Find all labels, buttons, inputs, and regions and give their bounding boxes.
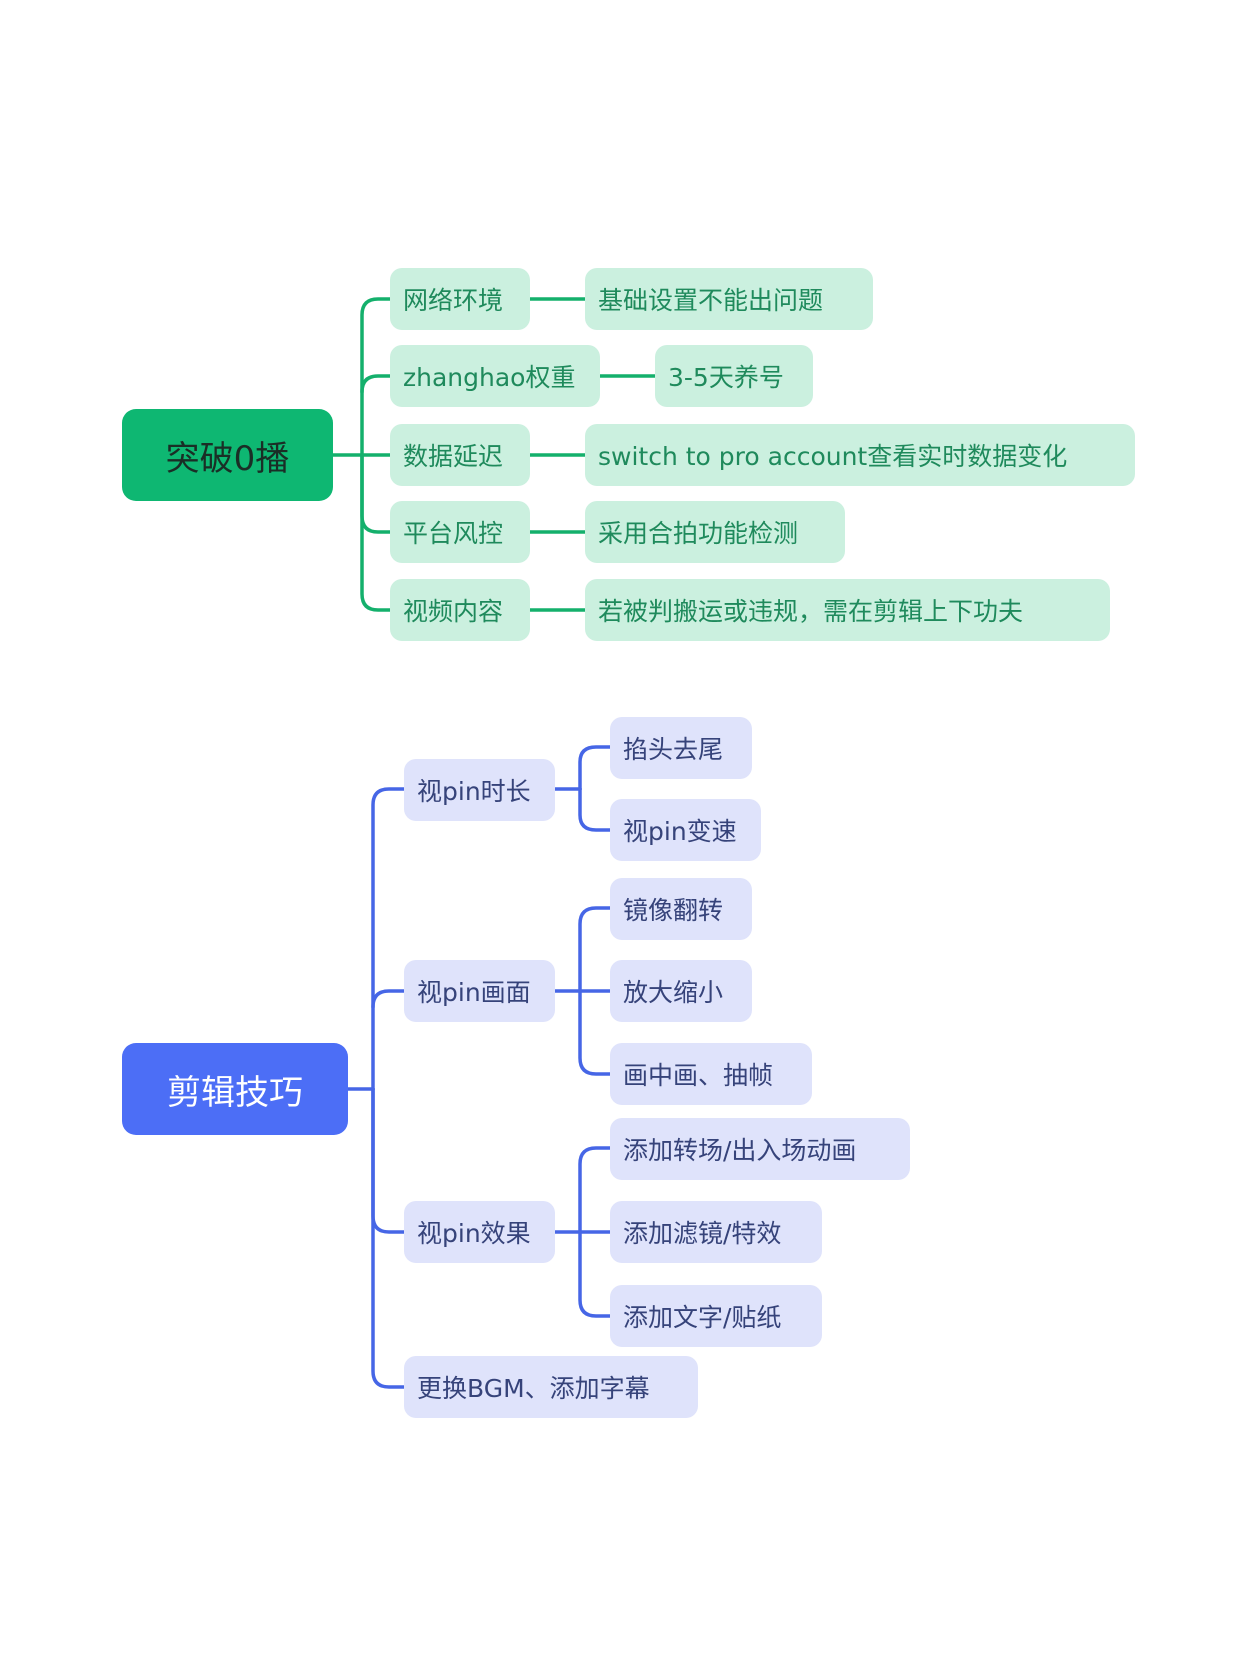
connector-xiaoguo-to-c3	[578, 1230, 612, 1318]
detail-node-account-weight[interactable]: 3-5天养号	[655, 345, 813, 407]
connector-xiaoguo-to-c1	[578, 1146, 612, 1234]
connector-trunk-to-shipin	[360, 453, 392, 612]
connector-shichang-to-c2	[578, 787, 612, 832]
root-node-editing-tips[interactable]: 剪辑技巧	[122, 1043, 348, 1135]
connector-huamian-to-c1	[578, 906, 612, 993]
branch-node-account-weight[interactable]: zhanghao权重	[390, 345, 600, 407]
connector-trunk-to-shichang	[371, 787, 406, 1091]
branch-node-video-effects[interactable]: 视pin效果	[404, 1201, 555, 1263]
connector-trunk-to-xiaoguo	[371, 1087, 406, 1234]
branch-node-video-content[interactable]: 视频内容	[390, 579, 530, 641]
connector-shichang-to-c1	[578, 745, 612, 791]
branch-node-bgm-subtitle[interactable]: 更换BGM、添加字幕	[404, 1356, 698, 1418]
branch-node-network[interactable]: 网络环境	[390, 268, 530, 330]
root-node-breakthrough[interactable]: 突破0播	[122, 409, 333, 501]
connector-trunk-to-huamian	[371, 989, 406, 1009]
leaf-node-filter[interactable]: 添加滤镜/特效	[610, 1201, 822, 1263]
detail-node-video-content[interactable]: 若被判搬运或违规，需在剪辑上下功夫	[585, 579, 1110, 641]
detail-node-platform-risk[interactable]: 采用合拍功能检测	[585, 501, 845, 563]
connector-trunk-to-zhanghao	[360, 374, 392, 394]
connector-trunk-to-wangluo	[360, 297, 392, 457]
branch-node-video-frame[interactable]: 视pin画面	[404, 960, 555, 1022]
leaf-node-zoom[interactable]: 放大缩小	[610, 960, 752, 1022]
leaf-node-transition[interactable]: 添加转场/出入场动画	[610, 1118, 910, 1180]
branch-node-video-duration[interactable]: 视pin时长	[404, 759, 555, 821]
leaf-node-trim[interactable]: 掐头去尾	[610, 717, 752, 779]
detail-node-data-delay[interactable]: switch to pro account查看实时数据变化	[585, 424, 1135, 486]
connector-huamian-to-c3	[578, 989, 612, 1076]
connector-trunk-to-pingtai	[360, 453, 392, 534]
detail-node-network[interactable]: 基础设置不能出问题	[585, 268, 873, 330]
leaf-node-speed[interactable]: 视pin变速	[610, 799, 761, 861]
leaf-node-mirror[interactable]: 镜像翻转	[610, 878, 752, 940]
leaf-node-pip[interactable]: 画中画、抽帧	[610, 1043, 812, 1105]
leaf-node-text-sticker[interactable]: 添加文字/贴纸	[610, 1285, 822, 1347]
branch-node-data-delay[interactable]: 数据延迟	[390, 424, 530, 486]
branch-node-platform-risk[interactable]: 平台风控	[390, 501, 530, 563]
connector-trunk-to-bgm	[371, 1087, 406, 1389]
